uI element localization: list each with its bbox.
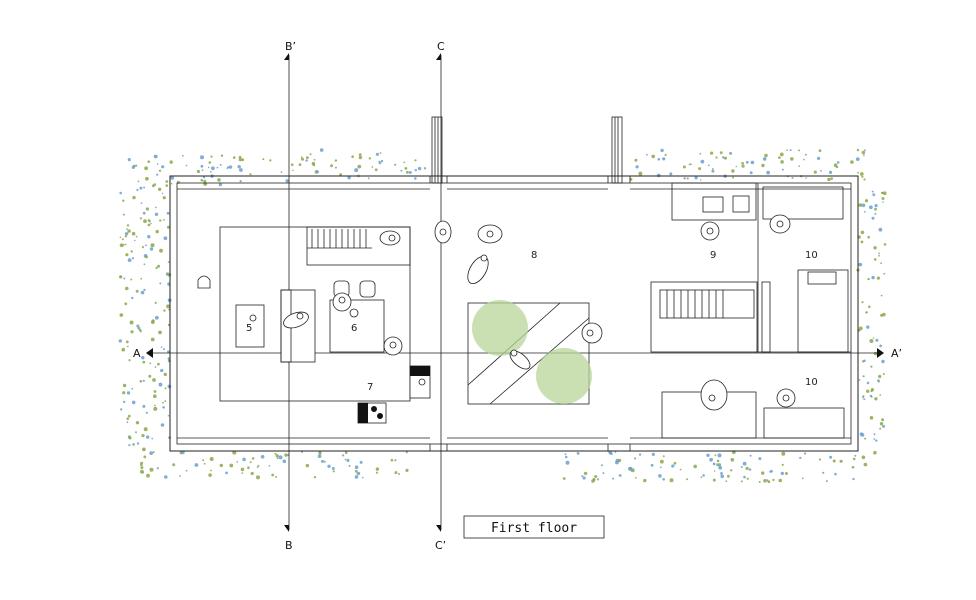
exterior-walls [169, 175, 859, 452]
entrance-posts [431, 116, 623, 184]
section-a-right-arrow [877, 348, 884, 358]
title-box [463, 515, 605, 539]
section-lines [146, 53, 884, 532]
section-label-c-top: C [437, 40, 445, 53]
room-label-6: 6 [351, 323, 357, 334]
section-label-a-right: A’ [891, 347, 902, 360]
person-6 [283, 311, 309, 329]
stove-icon [197, 275, 211, 289]
drawing-title: First floor [491, 521, 577, 536]
room-label-8: 8 [531, 250, 537, 261]
person-9 [509, 349, 531, 370]
section-c-top-arrow [436, 53, 441, 60]
person-11 [769, 214, 791, 234]
person-10 [700, 221, 720, 241]
person-3 [477, 224, 503, 244]
vegetation-scatter [118, 148, 887, 484]
person-8 [581, 322, 603, 344]
person-5 [332, 292, 352, 312]
person-12 [700, 379, 728, 411]
section-label-b-bottom: B [285, 539, 293, 552]
section-b-bottom-arrow [284, 525, 289, 532]
section-a-left-arrow [146, 348, 153, 358]
right-rooms [650, 182, 851, 439]
people [283, 214, 796, 411]
bed-top [797, 269, 849, 353]
tree-canopy-2 [536, 348, 592, 404]
room-label-9: 9 [710, 250, 716, 261]
tree-canopy-1 [472, 300, 528, 356]
courtyard [467, 300, 592, 405]
living-platform [197, 226, 431, 424]
room-label-10-top: 10 [805, 250, 818, 261]
room-label-7: 7 [367, 382, 373, 393]
section-c-bottom-arrow [436, 525, 441, 532]
room-label-5: 5 [246, 323, 252, 334]
person-13 [776, 388, 796, 408]
section-b-top-arrow [284, 53, 289, 60]
section-label-b-top: B’ [285, 40, 296, 53]
room-label-10-bottom: 10 [805, 377, 818, 388]
person-4 [467, 254, 489, 284]
person-7 [383, 336, 403, 356]
person-2 [434, 220, 452, 244]
section-label-c-bottom: C’ [435, 539, 446, 552]
section-label-a-left: A [133, 347, 141, 360]
left-stair [307, 229, 372, 249]
coffee-table [235, 304, 265, 348]
person-1 [379, 230, 401, 246]
